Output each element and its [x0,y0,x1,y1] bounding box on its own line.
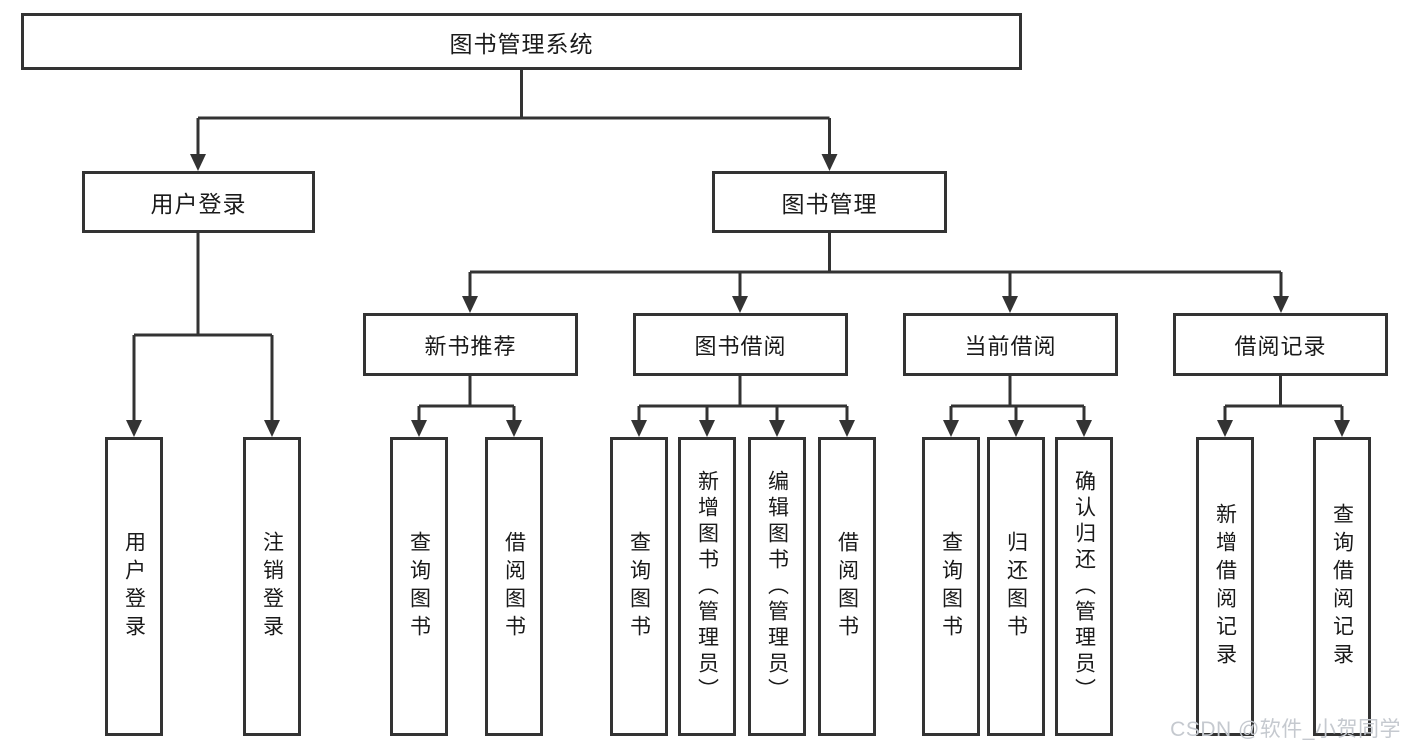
leaf-borrow-books-borrowing-label: 借阅图书 [835,530,859,643]
leaf-query-borrow-record-label: 查询借阅记录 [1330,502,1354,671]
leaf-edit-books-admin: 编辑图书（管理员） [748,437,806,736]
leaf-query-books-current-label: 查询图书 [939,530,963,643]
leaf-confirm-return-admin-label: 确认归还（管理员） [1072,469,1096,704]
node-book-management: 图书管理 [712,171,947,233]
node-user-login-label: 用户登录 [150,191,247,217]
leaf-user-login-label: 用户登录 [122,530,146,643]
leaf-add-books-admin: 新增图书（管理员） [678,437,736,736]
node-book-management-label: 图书管理 [781,191,878,217]
leaf-return-books-label: 归还图书 [1004,530,1028,643]
node-root-label: 图书管理系统 [449,30,594,57]
leaf-user-login: 用户登录 [105,437,163,736]
node-borrowing-records: 借阅记录 [1173,313,1388,376]
leaf-query-books-borrowing: 查询图书 [610,437,668,736]
leaf-return-books: 归还图书 [987,437,1045,736]
leaf-confirm-return-admin: 确认归还（管理员） [1055,437,1113,736]
node-new-book-recommendation-label: 新书推荐 [424,333,517,359]
leaf-query-books-recommend: 查询图书 [390,437,448,736]
leaf-add-borrow-record-label: 新增借阅记录 [1213,502,1237,671]
leaf-add-books-admin-label: 新增图书（管理员） [695,469,719,704]
leaf-edit-books-admin-label: 编辑图书（管理员） [765,469,789,704]
leaf-borrow-books-borrowing: 借阅图书 [818,437,876,736]
leaf-logout-label: 注销登录 [260,530,284,643]
node-new-book-recommendation: 新书推荐 [363,313,578,376]
leaf-query-borrow-record: 查询借阅记录 [1313,437,1371,736]
leaf-add-borrow-record: 新增借阅记录 [1196,437,1254,736]
node-user-login: 用户登录 [82,171,315,233]
leaf-query-books-current: 查询图书 [922,437,980,736]
node-book-borrowing: 图书借阅 [633,313,848,376]
node-current-borrowing-label: 当前借阅 [964,333,1057,359]
watermark: CSDN @软件_小贺同学 [1170,718,1401,741]
node-root: 图书管理系统 [21,13,1022,70]
leaf-query-books-borrowing-label: 查询图书 [627,530,651,643]
leaf-logout: 注销登录 [243,437,301,736]
node-borrowing-records-label: 借阅记录 [1234,333,1327,359]
leaf-query-books-recommend-label: 查询图书 [407,530,431,643]
node-book-borrowing-label: 图书借阅 [694,333,787,359]
leaf-borrow-books-recommend: 借阅图书 [485,437,543,736]
leaf-borrow-books-recommend-label: 借阅图书 [502,530,526,643]
node-current-borrowing: 当前借阅 [903,313,1118,376]
